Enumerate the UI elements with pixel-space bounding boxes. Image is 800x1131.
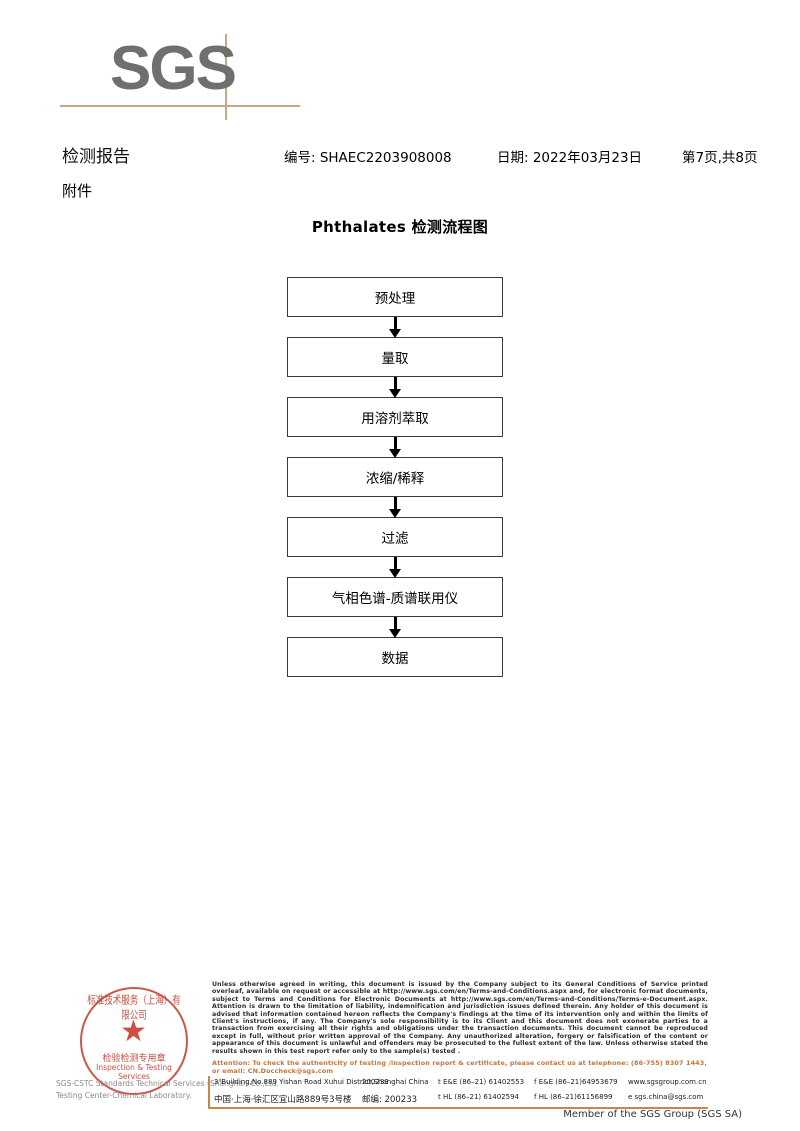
flow-arrow-down-icon: [287, 377, 503, 398]
seal-company-name-line1: SGS-CSTC Standards Technical Services (S…: [56, 1079, 280, 1088]
logo-vertical-rule: [225, 34, 227, 120]
report-number: 编号: SHAEC2203908008: [284, 150, 452, 166]
address-horizontal-rule: [208, 1107, 708, 1109]
logo-horizontal-rule: [60, 105, 300, 107]
seal-circle-outline: [80, 987, 188, 1095]
flow-arrow-down-icon: [287, 317, 503, 338]
email-address[interactable]: e sgs.china@sgs.com: [628, 1093, 704, 1101]
document-footer: 标准技术服务（上海）有限公司 ★ 检验检测专用章 Inspection & Te…: [0, 975, 800, 1131]
flowchart-title: Phthalates 检测流程图: [311, 218, 489, 236]
telephone-hl: t HL (86–21) 61402594: [438, 1093, 519, 1101]
seal-star-icon: ★: [120, 1015, 147, 1048]
address-block: 3ᵈBuilding,No.889 Yishan Road Xuhui Dist…: [208, 1076, 709, 1109]
report-date: 日期: 2022年03月23日: [497, 150, 643, 166]
address-chinese: 中国·上海·徐汇区宜山路889号3号楼: [214, 1095, 352, 1105]
sgs-logo-text: SGS: [110, 34, 237, 103]
seal-center-chinese-text: 检验检测专用章: [102, 1054, 166, 1064]
website-url[interactable]: www.sgsgroup.com.cn: [628, 1078, 707, 1086]
seal-arc-text: 标准技术服务（上海）有限公司: [87, 994, 181, 1023]
flow-arrow-down-icon: [287, 557, 503, 578]
flow-node: 浓缩/稀释: [287, 457, 503, 497]
flow-arrow-down-icon: [287, 437, 503, 458]
attention-notice: Attention: To check the authenticity of …: [212, 1059, 707, 1075]
official-seal-stamp: 标准技术服务（上海）有限公司 ★ 检验检测专用章 Inspection & Te…: [56, 983, 279, 1111]
address-vertical-rule: [208, 1076, 210, 1108]
flow-node: 数据: [287, 637, 503, 677]
seal-center-english-text: Inspection & Testing Services: [96, 1063, 172, 1081]
flow-node: 气相色谱-质谱联用仪: [287, 577, 503, 617]
member-of-group-label: Member of the SGS Group (SGS SA): [563, 1109, 742, 1120]
legal-disclaimer: Unless otherwise agreed in writing, this…: [212, 981, 708, 1055]
address-english: 3ᵈBuilding,No.889 Yishan Road Xuhui Dist…: [214, 1078, 429, 1086]
flowchart: 预处理 量取 用溶剂萃取 浓缩/稀释 过滤 气相色谱-质谱联用仪 数据: [287, 277, 503, 677]
telephone-ee: t E&E (86–21) 61402553: [438, 1078, 525, 1086]
flow-node: 用溶剂萃取: [287, 397, 503, 437]
flow-node: 量取: [287, 337, 503, 377]
address-row-chinese: 中国·上海·徐汇区宜山路889号3号楼 邮编: 200233 t HL (86–…: [214, 1091, 709, 1106]
attachment-label: 附件: [62, 182, 93, 200]
flow-arrow-down-icon: [287, 617, 503, 638]
sgs-logo: SGS: [60, 34, 360, 120]
report-header: 检测报告 编号: SHAEC2203908008 日期: 2022年03月23日…: [62, 142, 762, 168]
flow-node: 预处理: [287, 277, 503, 317]
flow-arrow-down-icon: [287, 497, 503, 518]
address-row-english: 3ᵈBuilding,No.889 Yishan Road Xuhui Dist…: [214, 1076, 709, 1091]
page-title: 检测报告: [62, 147, 130, 167]
flow-node: 过滤: [287, 517, 503, 557]
fax-hl: f HL (86–21)61156899: [534, 1093, 613, 1101]
seal-company-name-line2: Testing Center-Chemical Laboratory.: [56, 1091, 192, 1100]
postal-code-english: 200233: [362, 1078, 389, 1086]
postal-code-chinese: 邮编: 200233: [362, 1095, 418, 1105]
page-indicator: 第7页,共8页: [682, 150, 758, 166]
fax-ee: f E&E (86–21)64953679: [534, 1078, 618, 1086]
